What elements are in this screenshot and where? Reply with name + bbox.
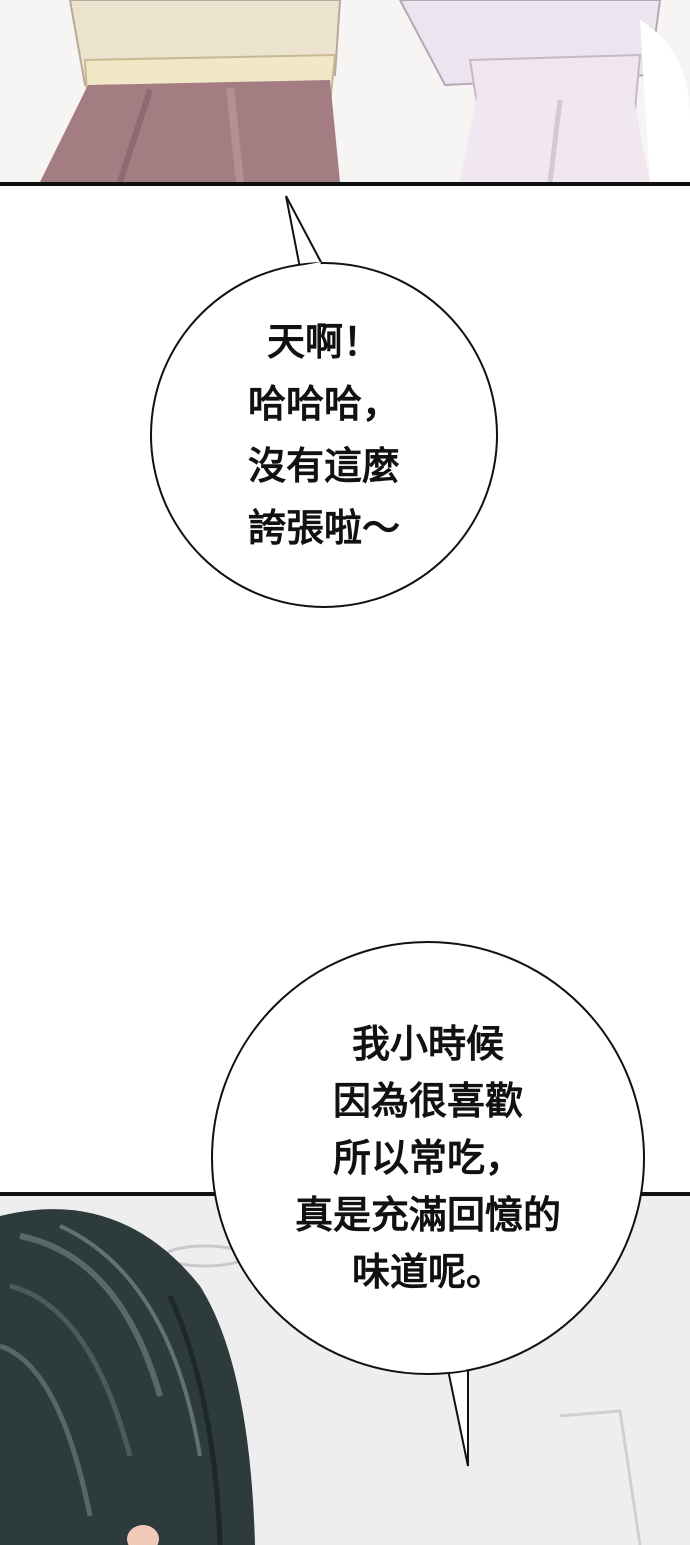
hair-mass (0, 1209, 255, 1545)
top-panel-illustration (0, 0, 690, 186)
figures-torsos-art (40, 0, 690, 182)
speech-bubble-1: 天啊！ 哈哈哈， 沒有這麼 誇張啦～ (150, 262, 498, 608)
left-figure-skirt (40, 80, 340, 182)
ear (127, 1525, 159, 1545)
speech-bubble-1-text: 天啊！ 哈哈哈， 沒有這麼 誇張啦～ (247, 320, 400, 550)
speech-bubble-2-text: 我小時候 因為很喜歡 所以常吃， 真是充滿回憶的 味道呢。 (294, 1021, 561, 1294)
speech-bubble-2: 我小時候 因為很喜歡 所以常吃， 真是充滿回憶的 味道呢。 (211, 941, 645, 1375)
bottom-panel-illustration (0, 1192, 690, 1545)
background-shelf (559, 1409, 642, 1545)
